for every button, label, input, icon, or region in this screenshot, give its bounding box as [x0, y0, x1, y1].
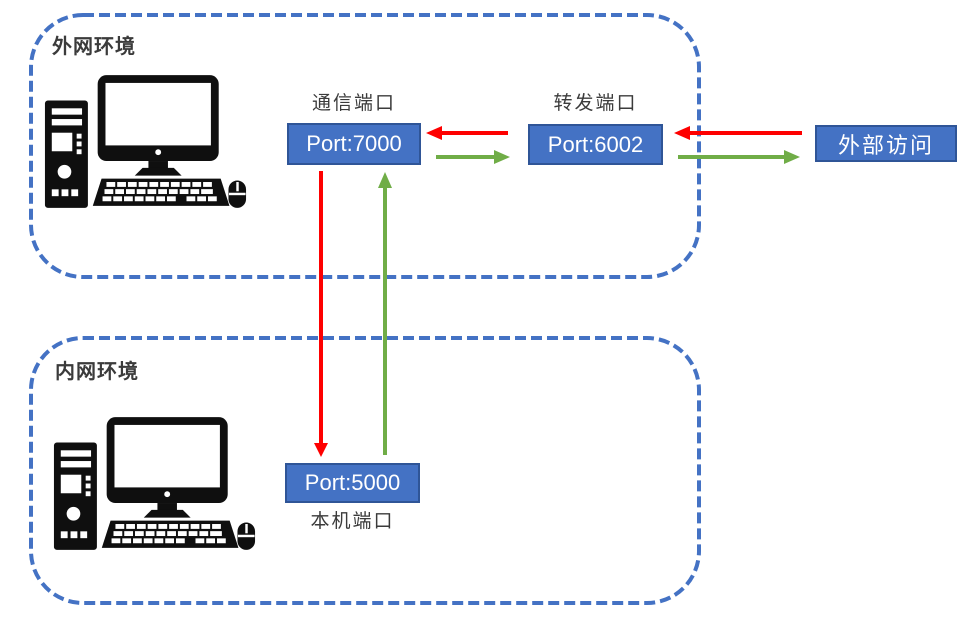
inner-network-zone-border: [29, 336, 701, 605]
forward-port-caption: 转发端口: [553, 93, 638, 114]
local-port-caption: 本机端口: [310, 511, 395, 532]
desktop-computer-icon: [44, 75, 247, 208]
desktop-computer-icon: [53, 417, 256, 550]
arrow-red-external-to-6002: [674, 126, 802, 140]
outer-network-zone-border: [29, 13, 701, 279]
arrow-red-7000-to-5000: [314, 171, 328, 457]
port-6002-box: Port:6002: [528, 124, 663, 165]
arrow-green-5000-to-7000: [378, 172, 392, 455]
port-5000-box: Port:5000: [285, 463, 420, 503]
external-access-box: 外部访问: [815, 125, 957, 162]
outer-network-zone-title: 外网环境: [52, 36, 136, 58]
arrow-green-6002-to-external: [678, 150, 800, 164]
port-7000-box: Port:7000: [287, 123, 421, 165]
comm-port-caption: 通信端口: [311, 93, 396, 114]
inner-network-zone-title: 内网环境: [55, 361, 139, 383]
arrow-red-6002-to-7000: [426, 126, 508, 140]
arrow-green-7000-to-6002: [436, 150, 510, 164]
